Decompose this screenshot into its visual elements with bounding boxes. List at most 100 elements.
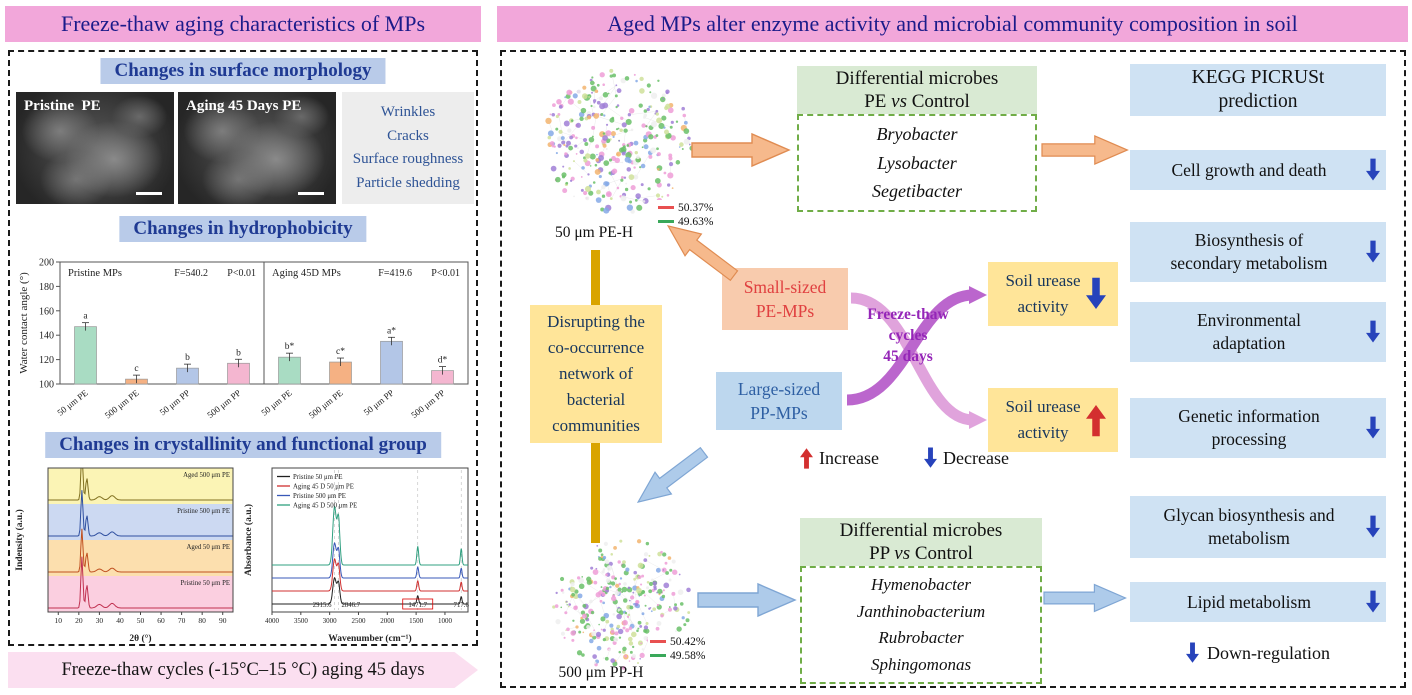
legend-swatch bbox=[658, 205, 674, 209]
svg-text:500 μm PP: 500 μm PP bbox=[205, 388, 243, 420]
microbe-name: Rubrobacter bbox=[878, 628, 964, 648]
soil-urease-up-box: Soil urease activity bbox=[988, 388, 1118, 452]
svg-text:Aged 500 μm PE: Aged 500 μm PE bbox=[183, 472, 230, 479]
diff-microbes-pp-header: Differential microbes PP vs Control bbox=[800, 518, 1042, 566]
left-panel-title: Freeze-thaw aging characteristics of MPs bbox=[5, 6, 481, 42]
svg-text:Aged 50 μm PE: Aged 50 μm PE bbox=[187, 544, 230, 551]
sem-image-aged-pe: Aging 45 Days PE bbox=[178, 92, 336, 204]
svg-text:a*: a* bbox=[387, 326, 396, 336]
svg-text:50: 50 bbox=[137, 616, 145, 625]
down-arrow-icon bbox=[1366, 590, 1380, 613]
large-sized-pp-mps-box: Large-sized PP-MPs bbox=[716, 372, 842, 430]
svg-text:P<0.01: P<0.01 bbox=[431, 268, 460, 279]
sem-image-label: Aging 45 Days PE bbox=[186, 98, 302, 114]
up-arrow-icon bbox=[1086, 405, 1106, 437]
arrow-pp-network-to-microbes bbox=[697, 582, 797, 618]
microbe-name: Bryobacter bbox=[876, 123, 958, 144]
legend-row: 50.42% bbox=[650, 635, 705, 649]
svg-text:F=540.2: F=540.2 bbox=[174, 268, 208, 279]
connector-bar bbox=[591, 443, 600, 543]
svg-text:2000: 2000 bbox=[380, 617, 395, 625]
svg-text:120: 120 bbox=[39, 355, 54, 366]
svg-text:30: 30 bbox=[96, 616, 104, 625]
small-sized-pe-mps-box: Small-sized PE-MPs bbox=[722, 268, 848, 330]
svg-text:500 μm PP: 500 μm PP bbox=[409, 388, 447, 420]
diff-microbes-pe-list: Bryobacter Lysobacter Segetibacter bbox=[797, 114, 1037, 212]
svg-text:2915.6: 2915.6 bbox=[313, 602, 332, 609]
legend-row: 49.58% bbox=[650, 649, 705, 663]
network-pp-label: 500 μm PP-H bbox=[558, 664, 644, 681]
microbe-name: Segetibacter bbox=[872, 181, 962, 202]
section-title-crystallinity: Changes in crystallinity and functional … bbox=[45, 432, 441, 458]
feature-item: Surface roughness bbox=[352, 151, 464, 168]
svg-text:50 μm PP: 50 μm PP bbox=[158, 388, 192, 418]
pathway-cell-growth: Cell growth and death bbox=[1130, 150, 1386, 190]
svg-text:d*: d* bbox=[438, 356, 448, 366]
svg-text:20: 20 bbox=[75, 616, 83, 625]
microbe-name: Janthinobacterium bbox=[856, 601, 986, 621]
svg-text:Wavenumber (cm⁻¹): Wavenumber (cm⁻¹) bbox=[328, 633, 411, 644]
section-title-morphology: Changes in surface morphology bbox=[100, 58, 386, 84]
svg-text:b: b bbox=[236, 348, 241, 358]
svg-text:80: 80 bbox=[198, 616, 206, 625]
network-pe-label: 50 μm PE-H bbox=[554, 224, 634, 241]
network-pp bbox=[552, 539, 691, 670]
svg-text:180: 180 bbox=[39, 282, 54, 293]
legend-swatch bbox=[650, 653, 666, 657]
microbe-name: Sphingomonas bbox=[870, 655, 972, 675]
svg-text:60: 60 bbox=[157, 616, 165, 625]
svg-text:P<0.01: P<0.01 bbox=[227, 268, 256, 279]
svg-text:Absorbance (a.u.): Absorbance (a.u.) bbox=[243, 504, 254, 576]
section-title-hydrophobicity: Changes in hydrophobicity bbox=[119, 216, 367, 242]
diff-microbes-pe-header: Differential microbes PE vs Control bbox=[797, 66, 1037, 114]
surface-features-list: Wrinkles Cracks Surface roughness Partic… bbox=[342, 92, 474, 204]
freeze-thaw-cycles-label: Freeze-thaw cycles 45 days bbox=[867, 306, 949, 365]
svg-text:b: b bbox=[185, 353, 190, 363]
arrow-small-mps-to-pe-network bbox=[666, 225, 739, 282]
svg-text:c*: c* bbox=[336, 347, 345, 357]
svg-text:4000: 4000 bbox=[265, 617, 280, 625]
svg-text:Indensity (a.u.): Indensity (a.u.) bbox=[14, 509, 25, 571]
down-arrow-icon bbox=[1366, 416, 1380, 439]
arrow-pe-network-to-microbes bbox=[691, 132, 791, 168]
svg-text:50 μm PE: 50 μm PE bbox=[55, 387, 90, 417]
scale-bar bbox=[298, 192, 324, 195]
svg-text:160: 160 bbox=[39, 306, 54, 317]
svg-text:90: 90 bbox=[219, 616, 227, 625]
network-pp-legend: 50.42% 49.58% bbox=[648, 634, 708, 664]
network-pe-legend: 50.37% 49.63% bbox=[656, 200, 716, 230]
legend-row: 49.63% bbox=[658, 215, 713, 229]
down-arrow-icon bbox=[1366, 515, 1380, 538]
pathway-genetic-information: Genetic information processing bbox=[1130, 398, 1386, 458]
svg-text:1500: 1500 bbox=[409, 617, 424, 625]
svg-text:500 μm PE: 500 μm PE bbox=[307, 387, 345, 420]
right-panel-title: Aged MPs alter enzyme activity and micro… bbox=[497, 6, 1408, 42]
down-arrow-icon bbox=[1366, 320, 1380, 343]
microbe-name: Hymenobacter bbox=[870, 574, 972, 594]
svg-text:Aging 45 D 500 μm PE: Aging 45 D 500 μm PE bbox=[293, 503, 357, 510]
svg-text:Pristine 500 μm PE: Pristine 500 μm PE bbox=[177, 508, 230, 515]
svg-text:Pristine 500 μm PE: Pristine 500 μm PE bbox=[293, 493, 346, 500]
network-pe bbox=[545, 68, 695, 214]
sem-image-label: Pristine PE bbox=[24, 98, 101, 114]
svg-text:2846.7: 2846.7 bbox=[341, 602, 360, 609]
svg-text:2θ (°): 2θ (°) bbox=[129, 633, 151, 644]
svg-text:Water contact angle (°): Water contact angle (°) bbox=[18, 272, 30, 374]
down-arrow-icon bbox=[924, 447, 937, 468]
svg-text:1000: 1000 bbox=[438, 617, 453, 625]
svg-text:Aging 45D MPs: Aging 45D MPs bbox=[272, 268, 341, 279]
svg-text:1471.7: 1471.7 bbox=[408, 602, 427, 609]
kegg-prediction-header: KEGG PICRUSt prediction bbox=[1130, 64, 1386, 116]
down-arrow-icon bbox=[1186, 642, 1200, 663]
svg-text:50 μm PP: 50 μm PP bbox=[362, 388, 396, 418]
legend-swatch bbox=[658, 219, 674, 223]
arrow-pe-microbes-to-kegg bbox=[1041, 134, 1129, 166]
svg-text:40: 40 bbox=[116, 616, 124, 625]
xrd-chart: Pristine 50 μm PE Aged 50 μm PE Pristine 5… bbox=[12, 462, 238, 644]
pathway-glycan: Glycan biosynthesis and metabolism bbox=[1130, 496, 1386, 558]
svg-text:50 μm PE: 50 μm PE bbox=[259, 387, 294, 417]
svg-text:Pristine 50 μm PE: Pristine 50 μm PE bbox=[180, 580, 230, 587]
svg-text:3000: 3000 bbox=[323, 617, 338, 625]
pathway-biosynthesis: Biosynthesis of secondary metabolism bbox=[1130, 222, 1386, 282]
svg-text:500 μm PE: 500 μm PE bbox=[103, 387, 141, 420]
